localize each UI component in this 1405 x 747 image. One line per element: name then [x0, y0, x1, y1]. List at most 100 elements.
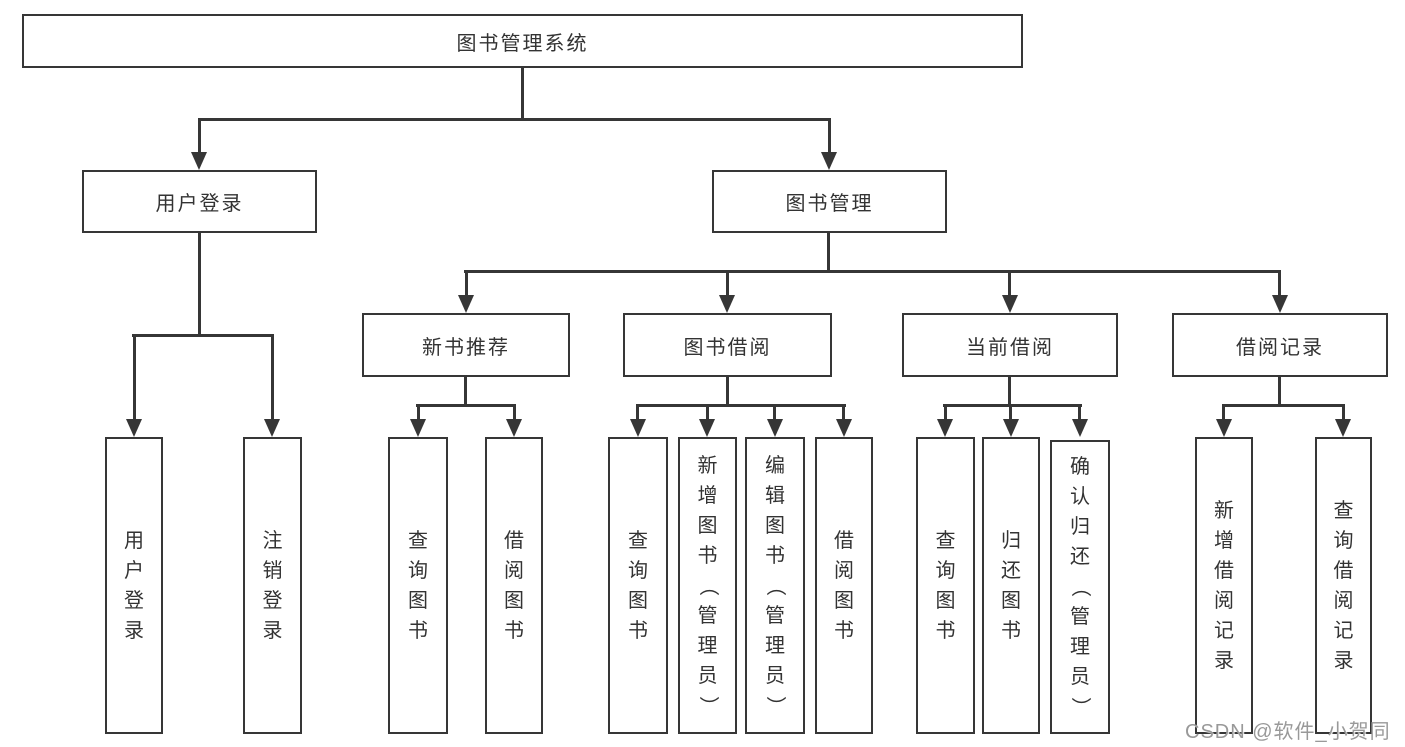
connector-line [464, 377, 467, 407]
node-label: 当前借阅 [966, 336, 1054, 359]
node-label: 新书推荐 [422, 336, 510, 359]
vertical-char: ） [696, 695, 719, 716]
leaf-user-login: 用户登录 [105, 437, 163, 734]
leaf-borrow-books-borrowing: 借阅图书 [815, 437, 873, 734]
connector-line [513, 404, 516, 421]
vertical-char: 询 [408, 559, 428, 582]
arrow-down-icon [458, 295, 474, 313]
node-user-login-branch: 用户登录 [82, 170, 317, 233]
vertical-char: 员 [1070, 666, 1090, 688]
vertical-char: 辑 [765, 484, 785, 507]
vertical-char: 阅 [1214, 589, 1234, 612]
vertical-char: 新 [1214, 499, 1234, 522]
connector-line [827, 233, 830, 272]
connector-line [636, 404, 846, 407]
vertical-char: 归 [1070, 516, 1090, 538]
connector-line [1008, 377, 1011, 407]
vertical-char: 记 [1333, 619, 1354, 642]
arrow-down-icon [506, 419, 522, 437]
node-new-book-recommend: 新书推荐 [362, 313, 570, 377]
vertical-char: 图 [834, 589, 854, 612]
connector-line [636, 404, 639, 421]
vertical-char: 查 [408, 529, 428, 552]
arrow-down-icon [821, 152, 837, 170]
vertical-char: 阅 [1333, 589, 1354, 612]
vertical-char: 图 [935, 589, 956, 612]
vertical-char: 查 [935, 529, 956, 552]
vertical-char: 书 [765, 544, 785, 567]
leaf-return-book: 归还图书 [982, 437, 1040, 734]
leaf-query-books-current: 查询图书 [916, 437, 975, 734]
arrow-down-icon [699, 419, 715, 437]
connector-line [726, 377, 729, 407]
vertical-char: 书 [1001, 619, 1021, 642]
vertical-char: 还 [1070, 546, 1090, 568]
vertical-char: 还 [1001, 559, 1021, 582]
leaf-query-borrow-record: 查询借阅记录 [1315, 437, 1372, 734]
leaf-add-book-admin: 新增图书（管理员） [678, 437, 737, 734]
node-label: 图书借阅 [683, 336, 772, 359]
csdn-watermark: CSDN @软件_小贺同学 [1185, 721, 1391, 743]
arrow-down-icon [191, 152, 207, 170]
connector-line [944, 404, 947, 421]
vertical-char: 录 [1214, 649, 1234, 672]
vertical-char: 图 [697, 514, 718, 537]
node-current-borrowing: 当前借阅 [902, 313, 1118, 377]
leaf-confirm-return-admin: 确认归还（管理员） [1050, 440, 1110, 734]
connector-line [198, 118, 201, 154]
vertical-char: 借 [1214, 559, 1234, 582]
vertical-char: 管 [765, 604, 785, 627]
leaf-add-borrow-record: 新增借阅记录 [1195, 437, 1253, 734]
arrow-down-icon [410, 419, 426, 437]
node-book-management-system: 图书管理系统 [22, 14, 1023, 68]
vertical-char: 注 [262, 529, 283, 552]
vertical-char: 书 [697, 544, 718, 567]
connector-line [1222, 404, 1225, 421]
vertical-char: 归 [1001, 529, 1021, 552]
connector-line [198, 233, 201, 337]
connector-line [773, 404, 776, 421]
arrow-down-icon [630, 419, 646, 437]
vertical-char: 增 [1214, 529, 1234, 552]
vertical-char: 借 [834, 529, 854, 552]
connector-line [726, 270, 729, 296]
leaf-borrow-books-recommend: 借阅图书 [485, 437, 543, 734]
vertical-char: 新 [697, 454, 718, 477]
leaf-edit-book-admin: 编辑图书（管理员） [745, 437, 805, 734]
vertical-char: 查 [628, 529, 648, 552]
vertical-char: 书 [935, 619, 956, 642]
vertical-char: 询 [935, 559, 956, 582]
vertical-char: 销 [262, 559, 283, 582]
arrow-down-icon [1072, 419, 1088, 437]
vertical-char: 录 [124, 619, 144, 642]
arrow-down-icon [719, 295, 735, 313]
vertical-char: 图 [1001, 589, 1021, 612]
arrow-down-icon [836, 419, 852, 437]
connector-line [132, 334, 274, 337]
vertical-char: 阅 [504, 559, 524, 582]
vertical-char: 认 [1070, 486, 1090, 508]
vertical-char: 登 [124, 589, 144, 612]
connector-line [1278, 377, 1281, 407]
vertical-char: 员 [765, 664, 785, 687]
arrow-down-icon [937, 419, 953, 437]
arrow-down-icon [767, 419, 783, 437]
vertical-char: 阅 [834, 559, 854, 582]
leaf-query-books-recommend: 查询图书 [388, 437, 448, 734]
vertical-char: 借 [504, 529, 524, 552]
vertical-char: 图 [504, 589, 524, 612]
vertical-char: 户 [124, 559, 144, 582]
vertical-char: 询 [1333, 529, 1354, 552]
connector-line [465, 270, 468, 296]
vertical-char: 书 [504, 619, 524, 642]
vertical-char: 管 [697, 604, 718, 627]
arrow-down-icon [1003, 419, 1019, 437]
connector-line [198, 118, 831, 121]
connector-line [1278, 270, 1281, 296]
node-label: 用户登录 [155, 193, 244, 215]
vertical-char: 编 [765, 454, 785, 477]
vertical-char: 图 [765, 514, 785, 537]
vertical-char: 查 [1333, 499, 1354, 522]
connector-line [417, 404, 420, 421]
